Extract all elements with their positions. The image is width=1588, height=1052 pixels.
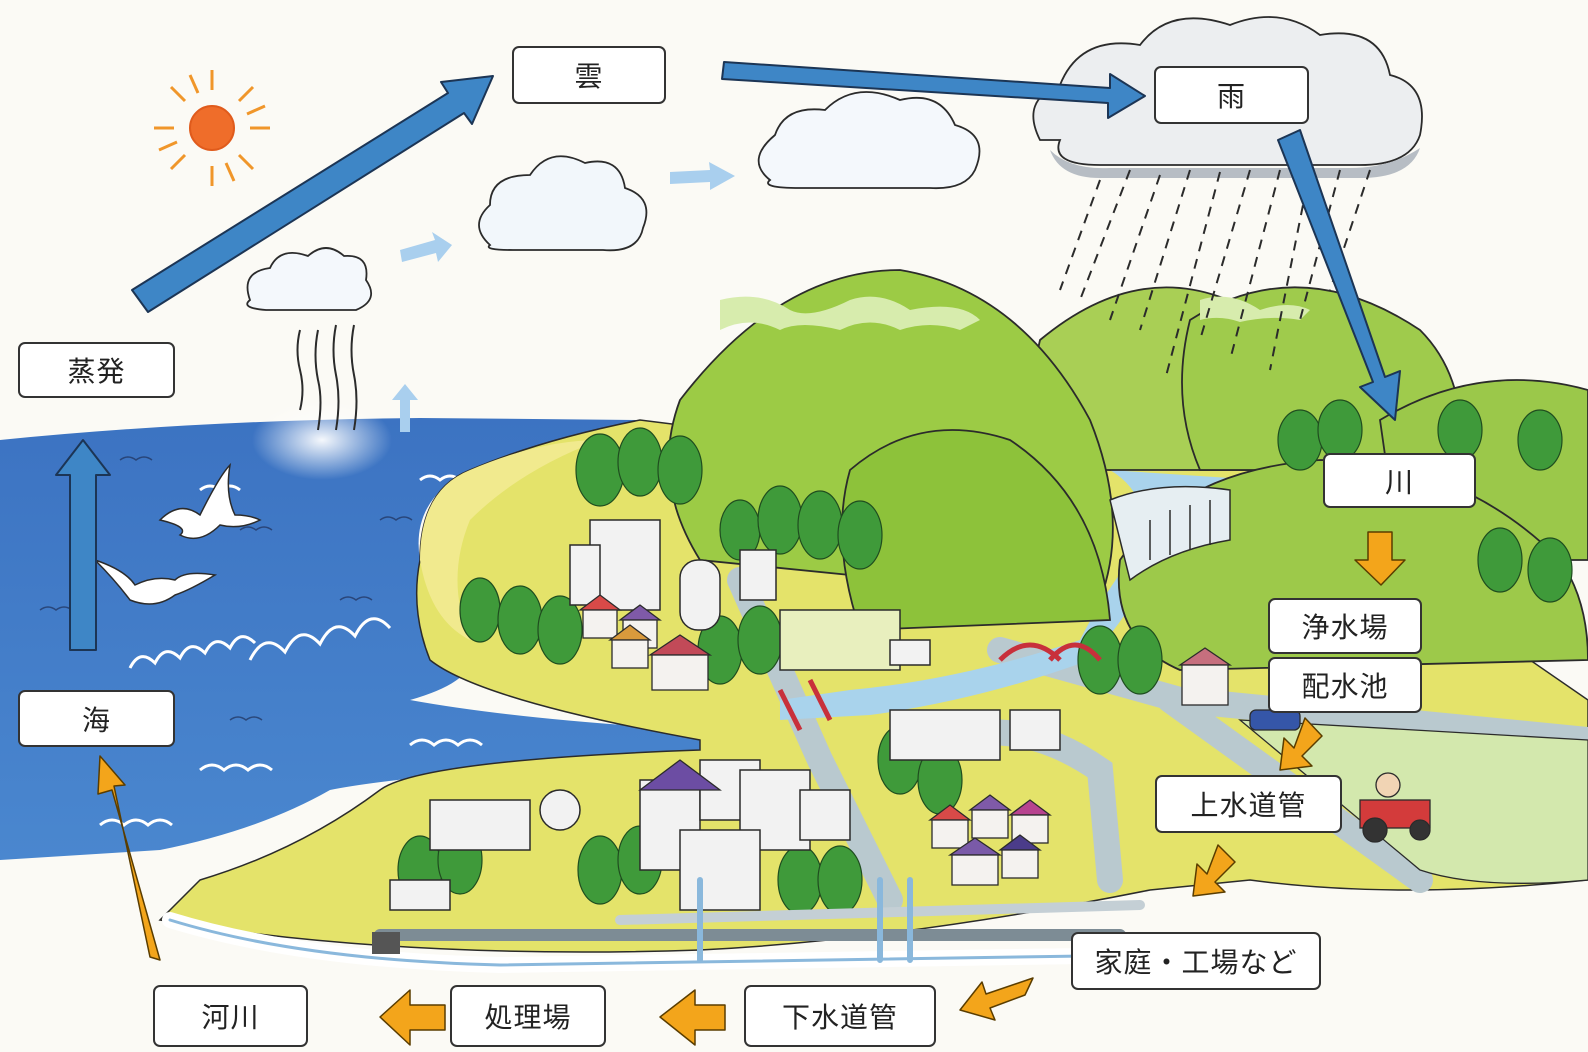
mist-glow	[252, 400, 392, 480]
car	[1249, 709, 1301, 731]
label-cloud: 雲	[512, 46, 666, 104]
dam	[1109, 485, 1231, 582]
sea-waves	[99, 474, 483, 827]
houses	[578, 594, 1233, 886]
water-cycle-arrows	[55, 61, 1401, 651]
seagull-icon	[94, 462, 262, 605]
sea	[0, 418, 720, 860]
label-river-discharge: 河川	[153, 985, 308, 1047]
sewer-outlet	[372, 932, 400, 954]
label-rain: 雨	[1154, 66, 1309, 124]
label-evaporation: 蒸発	[18, 342, 175, 398]
evaporation-rain	[296, 324, 358, 431]
label-water-purification-plant: 浄水場	[1268, 598, 1422, 654]
sea-wave-lines	[39, 456, 413, 721]
label-homes-factories: 家庭・工場など	[1071, 932, 1321, 990]
sun-icon	[154, 70, 270, 186]
label-river: 川	[1323, 453, 1476, 508]
sewer-pipes	[162, 877, 1158, 974]
cloud-icon	[246, 91, 981, 311]
label-water-supply-pipe: 上水道管	[1155, 775, 1342, 833]
label-sewer-pipe: 下水道管	[744, 985, 936, 1047]
tractor	[1359, 772, 1431, 843]
label-sea: 海	[18, 690, 175, 747]
bridges	[777, 642, 1102, 732]
water-flow-arrows	[97, 531, 1406, 1046]
beach	[420, 440, 600, 640]
label-treatment-plant: 処理場	[450, 985, 606, 1047]
mountains	[667, 269, 1588, 671]
label-distribution-reservoir: 配水池	[1268, 657, 1422, 713]
small-cycle-arrows	[392, 162, 735, 432]
